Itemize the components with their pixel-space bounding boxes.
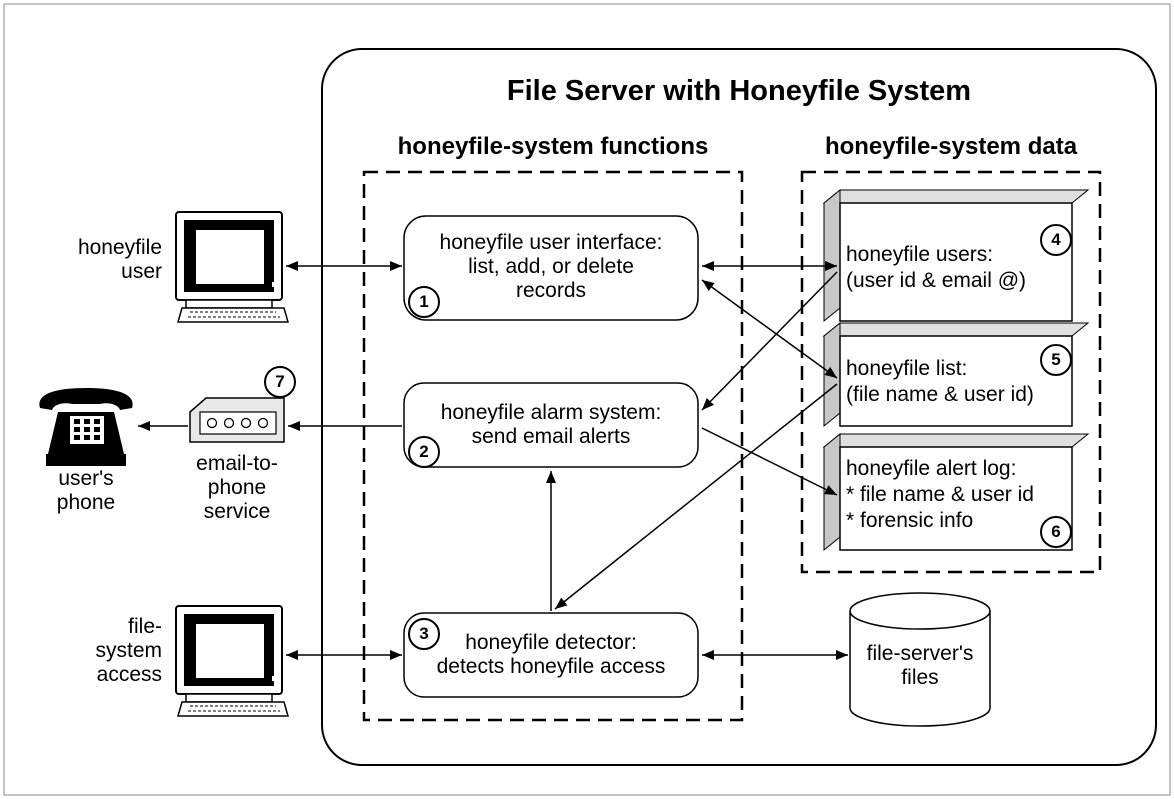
honeyfile-user-label-line2: user bbox=[121, 260, 162, 283]
alarm-system-text-line1: honeyfile alarm system: bbox=[440, 401, 662, 424]
email-to-phone-label-line2: phone bbox=[207, 476, 267, 499]
filesystem-access-label-line3: access bbox=[96, 663, 162, 686]
email-to-phone-label-line1: email-to- bbox=[196, 452, 278, 475]
alert-log-text: honeyfile alert log: * file name & user … bbox=[846, 456, 1034, 534]
marker-4: 4 bbox=[1040, 224, 1072, 256]
list-text: honeyfile list: (file name & user id) bbox=[846, 356, 1034, 408]
functions-heading: honeyfile-system functions bbox=[397, 133, 709, 160]
list-text-line1: honeyfile list: bbox=[846, 357, 968, 380]
telephone-icon bbox=[39, 388, 133, 466]
users-phone-label: user's phone bbox=[46, 467, 126, 515]
modem-icon bbox=[189, 397, 285, 443]
marker-1: 1 bbox=[408, 286, 440, 318]
detector-text-line1: honeyfile detector: bbox=[465, 631, 637, 654]
functions-group bbox=[362, 170, 744, 722]
detector-text: honeyfile detector: detects honeyfile ac… bbox=[404, 631, 698, 679]
user-interface-box bbox=[403, 215, 699, 321]
alert-log-text-line1: honeyfile alert log: bbox=[846, 457, 1017, 480]
alarm-system-text: honeyfile alarm system: send email alert… bbox=[404, 401, 698, 449]
email-to-phone-label-line3: service bbox=[203, 500, 271, 523]
arrow-ui-list bbox=[701, 279, 838, 379]
diagram-title: File Server with Honeyfile System bbox=[506, 75, 972, 107]
alarm-system-box bbox=[403, 382, 699, 468]
user-computer-icon bbox=[175, 211, 289, 323]
users-text-line1: honeyfile users: bbox=[846, 243, 994, 266]
filesystem-access-label: file- system access bbox=[95, 615, 162, 687]
filesystem-access-label-line2: system bbox=[95, 639, 162, 662]
marker-6: 6 bbox=[1040, 516, 1072, 548]
email-to-phone-label: email-to- phone service bbox=[182, 452, 292, 524]
users-phone-label-line2: phone bbox=[56, 491, 116, 514]
users-phone-label-line1: user's bbox=[58, 467, 114, 490]
outer-frame bbox=[3, 3, 1171, 796]
alarm-system-text-line2: send email alerts bbox=[471, 425, 631, 448]
files-text-line1: file-server's bbox=[866, 642, 974, 665]
honeyfile-user-label: honeyfile user bbox=[78, 236, 162, 284]
alert-log-text-line3: * forensic info bbox=[846, 509, 974, 532]
alert-log-block bbox=[822, 432, 1090, 552]
detector-text-line2: detects honeyfile access bbox=[436, 655, 666, 678]
arrow-list-detector bbox=[554, 383, 838, 610]
honeyfile-user-label-line1: honeyfile bbox=[77, 236, 162, 259]
detector-box bbox=[403, 612, 699, 698]
files-text-line2: files bbox=[901, 666, 939, 689]
user-interface-text-line2: list, add, or delete bbox=[468, 255, 634, 278]
arrow-users-alarm bbox=[701, 271, 838, 411]
alert-log-text-line2: * file name & user id bbox=[846, 483, 1034, 506]
arrow-alarm-alertlog bbox=[701, 427, 838, 496]
users-text-line2: (user id & email @) bbox=[846, 269, 1027, 292]
user-interface-text-line3: records bbox=[515, 279, 587, 302]
users-text: honeyfile users: (user id & email @) bbox=[846, 242, 1026, 294]
filesystem-computer-icon bbox=[175, 605, 289, 717]
list-text-line2: (file name & user id) bbox=[846, 383, 1034, 406]
files-text: file-server's files bbox=[850, 642, 990, 690]
marker-2: 2 bbox=[408, 436, 440, 468]
filesystem-access-label-line1: file- bbox=[128, 615, 162, 638]
files-cylinder bbox=[849, 592, 991, 727]
user-interface-text-line1: honeyfile user interface: bbox=[439, 231, 663, 254]
marker-7: 7 bbox=[264, 366, 296, 398]
data-heading: honeyfile-system data bbox=[824, 133, 1078, 160]
user-interface-text: honeyfile user interface: list, add, or … bbox=[404, 231, 698, 303]
file-server-container bbox=[321, 48, 1157, 766]
marker-3: 3 bbox=[408, 618, 440, 650]
marker-5: 5 bbox=[1040, 344, 1072, 376]
